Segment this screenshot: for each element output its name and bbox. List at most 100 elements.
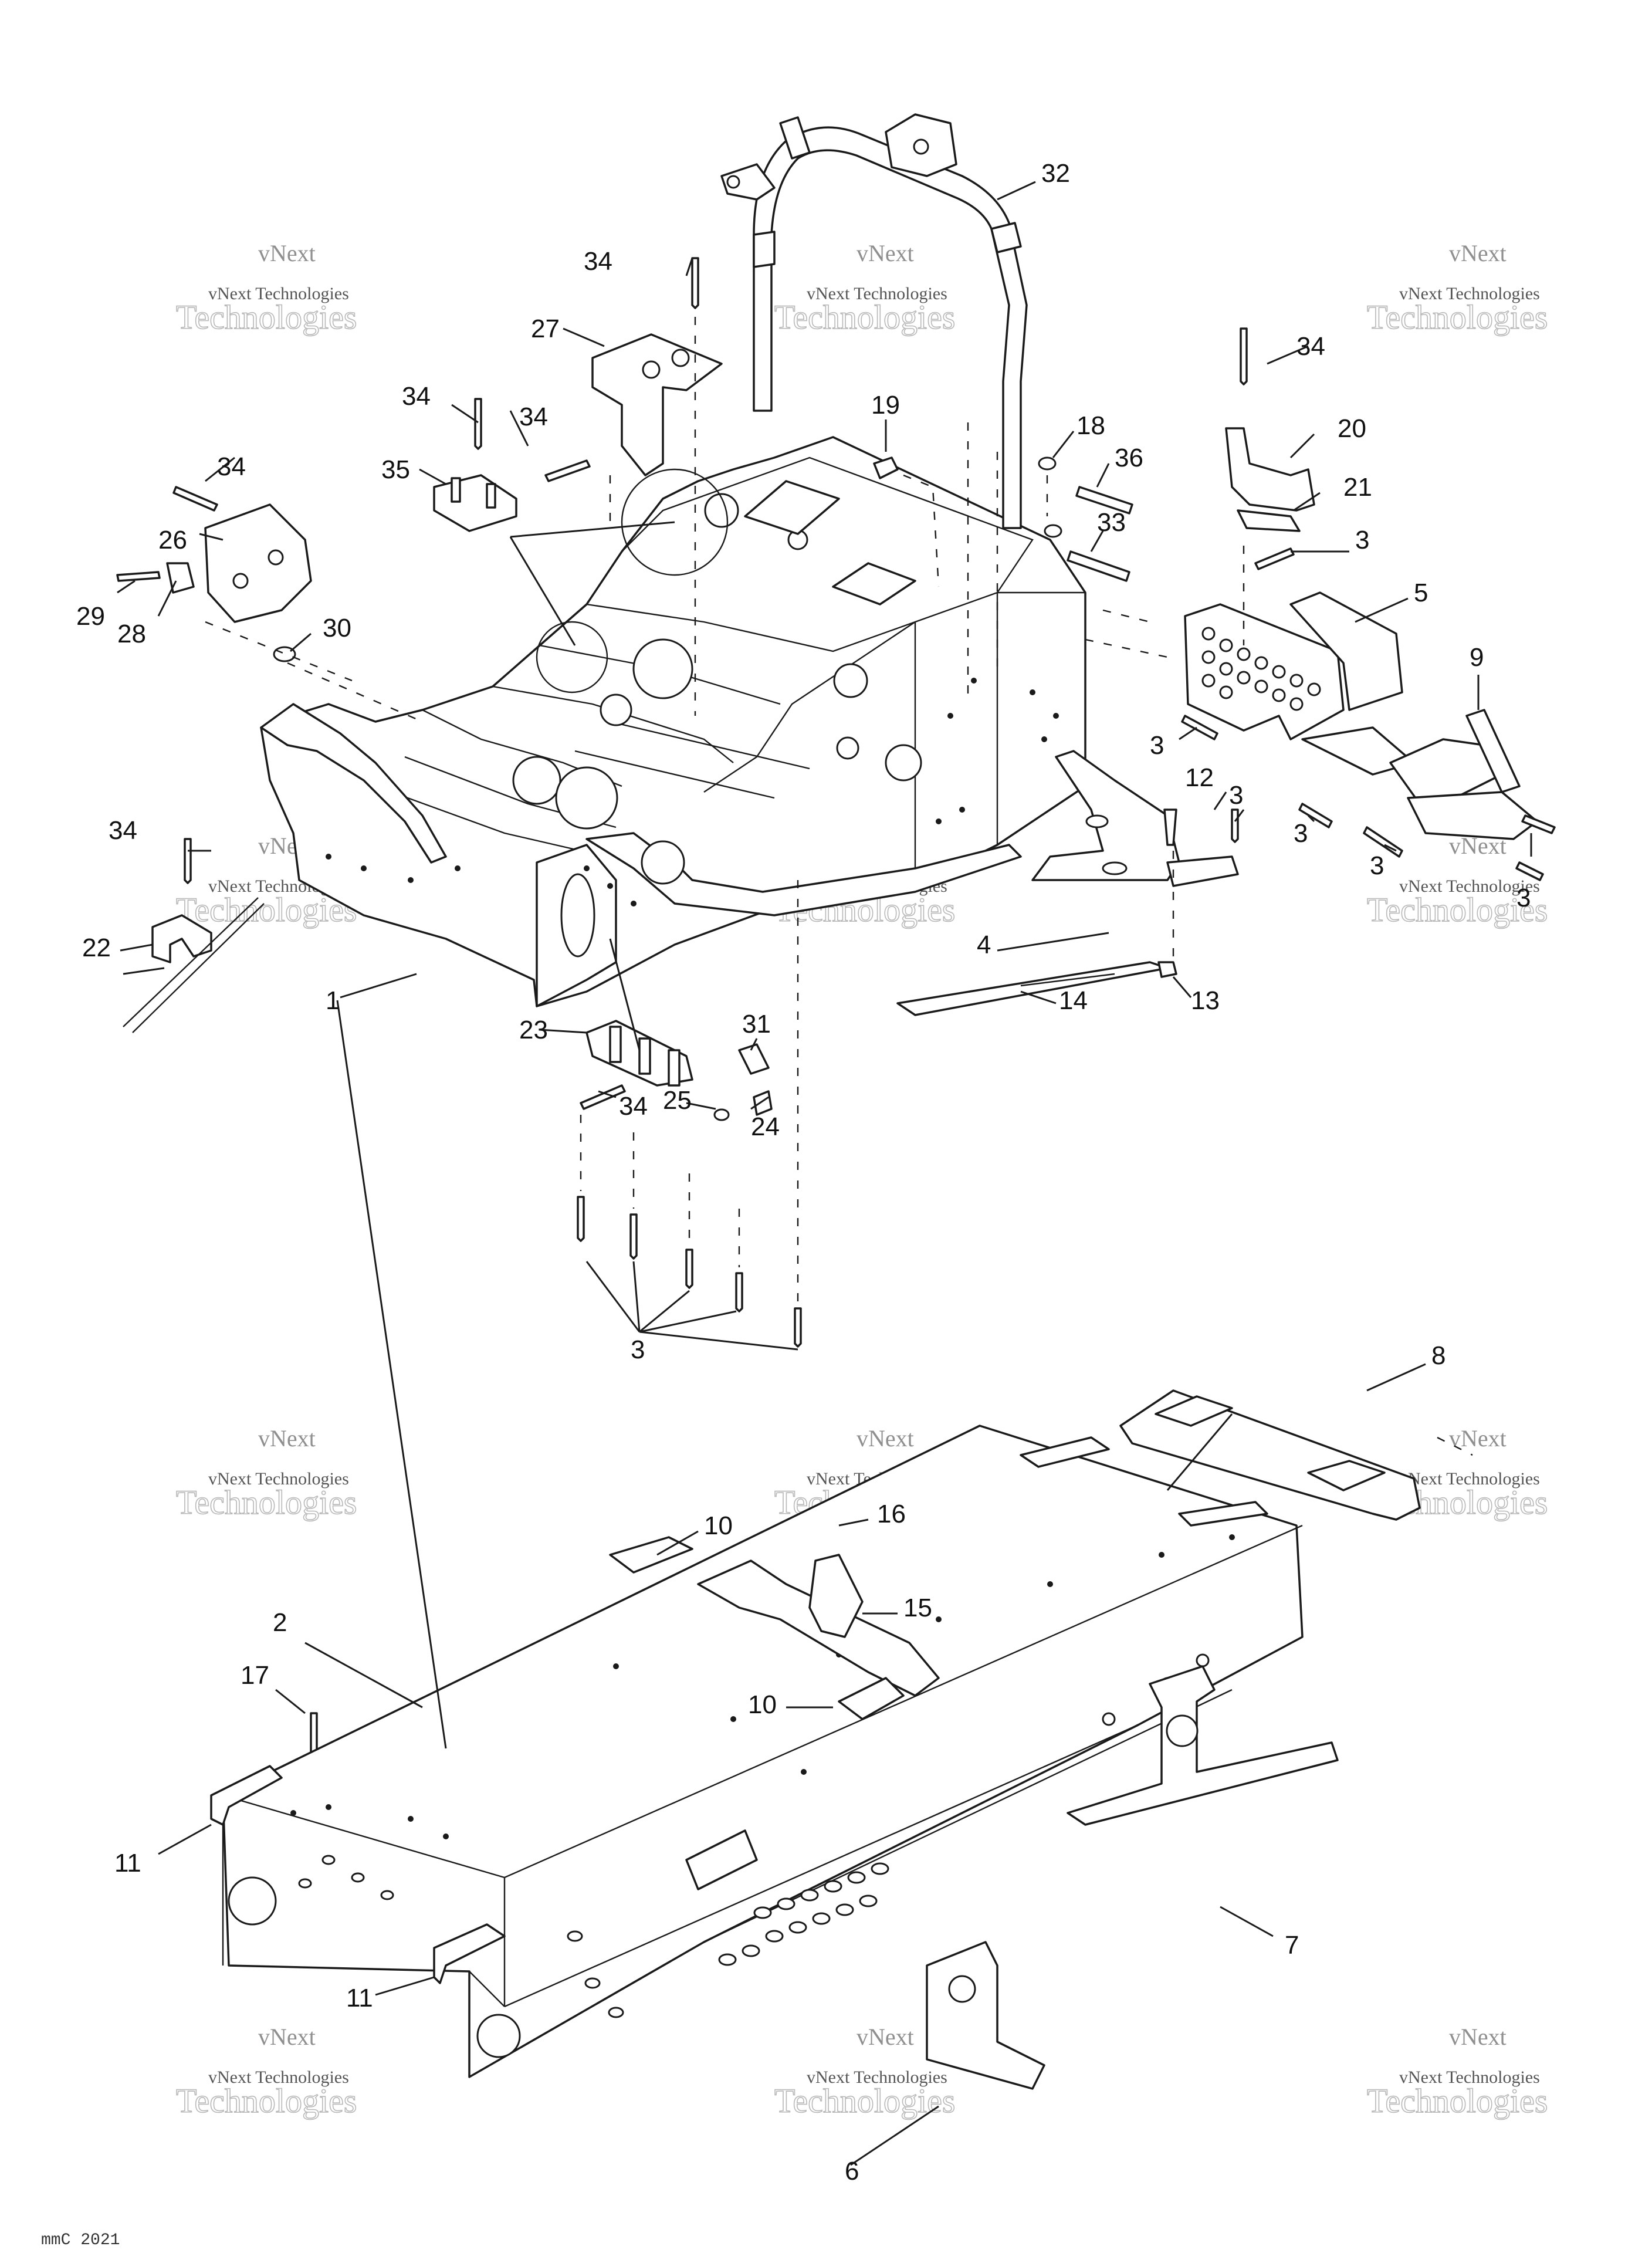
callout-3-upper-right: 3 bbox=[1355, 526, 1369, 554]
callout-22: 22 bbox=[82, 933, 111, 962]
right-footrest-assembly bbox=[896, 427, 1538, 1016]
watermark-text-large: Technologies bbox=[774, 2082, 955, 2120]
callout-14: 14 bbox=[1059, 986, 1088, 1015]
callout-1: 1 bbox=[326, 986, 340, 1015]
callout-27: 27 bbox=[531, 314, 560, 343]
watermark-text-large: Technologies bbox=[176, 2082, 357, 2120]
callout-3-lower: 3 bbox=[1294, 819, 1308, 848]
callout-20: 20 bbox=[1338, 414, 1366, 443]
callout-7: 7 bbox=[1285, 1931, 1299, 1960]
watermark-text-large: Technologies bbox=[176, 298, 357, 336]
watermark-text-small: vNext bbox=[857, 2024, 914, 2050]
callout-3-far-right: 3 bbox=[1370, 851, 1384, 880]
watermark-text-main: vNext Technologies bbox=[1399, 877, 1540, 896]
callout-21: 21 bbox=[1343, 473, 1372, 502]
callout-28: 28 bbox=[117, 620, 146, 648]
callout-25: 25 bbox=[663, 1086, 692, 1115]
watermarks: Technologies vNext vNext Technologies Te… bbox=[175, 240, 1548, 2120]
watermark-text-large: Technologies bbox=[1367, 891, 1548, 929]
callout-34-far-left: 34 bbox=[217, 452, 246, 481]
steering-hoop bbox=[720, 113, 1028, 529]
callout-4: 4 bbox=[977, 931, 991, 959]
callout-24: 24 bbox=[751, 1112, 780, 1141]
watermark-text-large: Technologies bbox=[176, 891, 357, 929]
callout-34-mid: 34 bbox=[519, 402, 548, 431]
callout-33: 33 bbox=[1097, 508, 1126, 537]
callout-labels: 32 34 27 34 34 35 34 26 29 28 30 19 18 3… bbox=[76, 159, 1531, 2186]
watermark-text-main: vNext Technologies bbox=[807, 284, 947, 303]
watermark-bottom-center: Technologies vNext vNext Technologies bbox=[774, 2024, 956, 2120]
callout-3-bolt: 3 bbox=[1229, 781, 1243, 810]
watermark-bottom-left: Technologies vNext vNext Technologies bbox=[175, 2024, 357, 2120]
watermark-text-main: vNext Technologies bbox=[1399, 1469, 1540, 1489]
callout-26: 26 bbox=[158, 526, 187, 554]
watermark-text-large: Technologies bbox=[176, 1483, 357, 1521]
watermark-text-main: vNext Technologies bbox=[807, 2068, 947, 2087]
watermark-low-left: Technologies vNext vNext Technologies bbox=[175, 1425, 357, 1522]
callout-23: 23 bbox=[519, 1016, 548, 1044]
callout-34-hinge: 34 bbox=[619, 1092, 648, 1121]
upper-brackets bbox=[166, 333, 723, 662]
callout-34-right: 34 bbox=[1296, 332, 1325, 361]
callout-31: 31 bbox=[742, 1010, 771, 1038]
watermark-text-large: Technologies bbox=[1367, 298, 1548, 336]
callout-29: 29 bbox=[76, 602, 105, 631]
callout-17: 17 bbox=[241, 1661, 269, 1690]
callout-34-top: 34 bbox=[584, 247, 612, 276]
watermark-mid-left: Technologies vNext vNext Technologies bbox=[175, 833, 357, 929]
watermark-text-large: Technologies bbox=[1367, 2082, 1548, 2120]
callout-16: 16 bbox=[877, 1500, 906, 1528]
watermark-top-right: Technologies vNext vNext Technologies bbox=[1366, 240, 1548, 337]
watermark-top-center: Technologies vNext vNext Technologies bbox=[774, 240, 956, 337]
callout-8: 8 bbox=[1431, 1341, 1446, 1370]
watermark-top-left: Technologies vNext vNext Technologies bbox=[175, 240, 357, 337]
callout-3-footrest: 3 bbox=[1150, 731, 1164, 760]
callout-34-bracket: 34 bbox=[109, 816, 137, 845]
watermark-text-small: vNext bbox=[258, 1425, 316, 1452]
callout-15: 15 bbox=[903, 1594, 932, 1622]
fasteners bbox=[116, 257, 1556, 1758]
watermark-text-large: Technologies bbox=[774, 298, 955, 336]
watermark-text-small: vNext bbox=[258, 2024, 316, 2050]
callout-5: 5 bbox=[1414, 579, 1428, 607]
callout-10-upper: 10 bbox=[704, 1511, 733, 1540]
watermark-text-small: vNext bbox=[258, 240, 316, 266]
watermark-text-small: vNext bbox=[857, 1425, 914, 1452]
callout-18: 18 bbox=[1076, 411, 1105, 440]
watermark-text-small: vNext bbox=[1449, 240, 1507, 266]
callout-12: 12 bbox=[1185, 763, 1214, 792]
callout-11-right: 11 bbox=[346, 1984, 373, 2012]
tunnel bbox=[210, 1389, 1421, 2090]
callout-9: 9 bbox=[1470, 643, 1484, 672]
callout-36: 36 bbox=[1115, 444, 1143, 472]
watermark-text-main: vNext Technologies bbox=[1399, 284, 1540, 303]
watermark-text-small: vNext bbox=[1449, 1425, 1507, 1452]
callout-10-lower: 10 bbox=[748, 1690, 777, 1719]
watermark-mid-right: Technologies vNext vNext Technologies bbox=[1366, 833, 1548, 929]
leader-lines bbox=[117, 181, 1532, 2166]
callout-11-left: 11 bbox=[114, 1849, 141, 1877]
callout-6: 6 bbox=[845, 2157, 859, 2186]
callout-30: 30 bbox=[323, 614, 351, 642]
callout-13: 13 bbox=[1191, 986, 1220, 1015]
watermark-text-main: vNext Technologies bbox=[1399, 2068, 1540, 2087]
watermark-text-main: vNext Technologies bbox=[208, 1469, 349, 1489]
watermark-text-small: vNext bbox=[1449, 2024, 1507, 2050]
watermark-bottom-right: Technologies vNext vNext Technologies bbox=[1366, 2024, 1548, 2120]
watermark-text-small: vNext bbox=[857, 240, 914, 266]
callout-2: 2 bbox=[273, 1608, 287, 1637]
callout-34-left: 34 bbox=[402, 382, 431, 411]
tunnel-holes bbox=[298, 1855, 889, 2018]
frame-rivets bbox=[326, 678, 1059, 906]
figure-code: mmC 2021 bbox=[41, 2231, 120, 2249]
callout-19: 19 bbox=[871, 391, 900, 420]
watermark-text-main: vNext Technologies bbox=[208, 2068, 349, 2087]
footrest-holes bbox=[1201, 627, 1321, 711]
callout-3-edge: 3 bbox=[1516, 884, 1531, 912]
callout-35: 35 bbox=[381, 455, 410, 484]
callout-32: 32 bbox=[1041, 159, 1070, 188]
upper-frame bbox=[260, 436, 1086, 1007]
watermark-text-main: vNext Technologies bbox=[208, 284, 349, 303]
callout-3-bottom: 3 bbox=[631, 1335, 645, 1364]
